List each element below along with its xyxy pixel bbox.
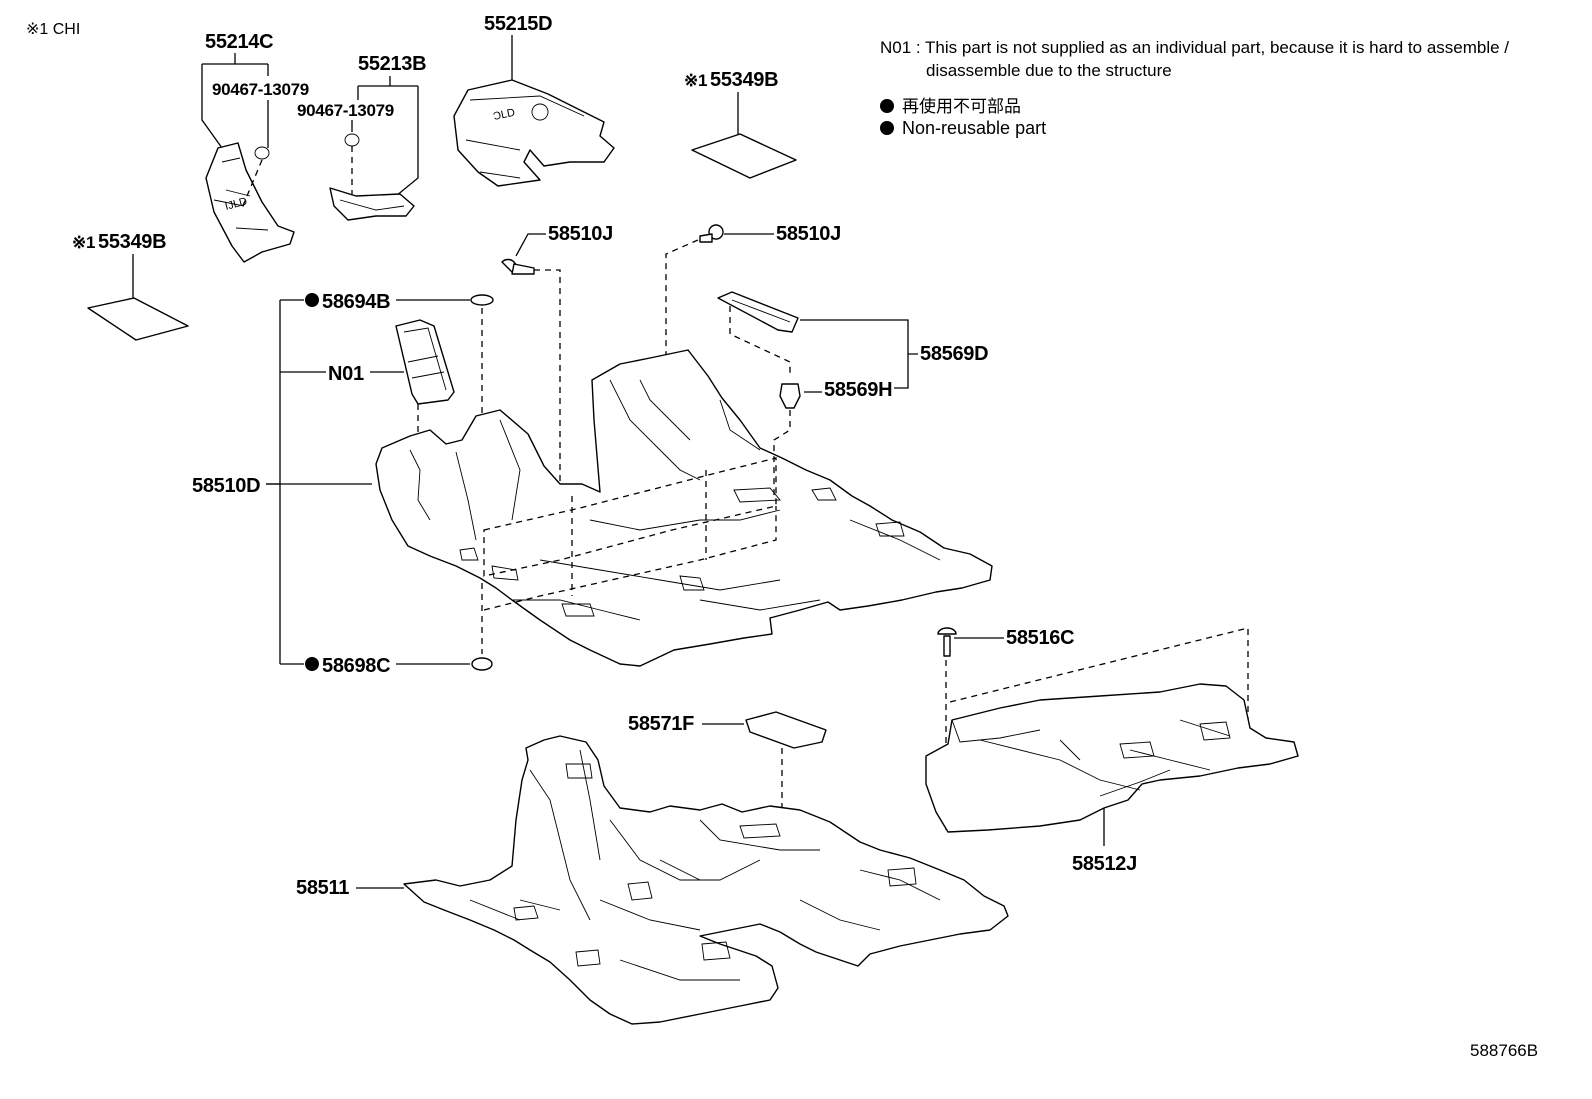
label-58510J-b: 58510J [776, 223, 841, 245]
corner-mark: ※1 CHI [26, 21, 80, 38]
diagram-id: 588766B [1470, 1041, 1538, 1060]
label-58512J: 58512J [1072, 853, 1137, 875]
label-58571F: 58571F [628, 713, 694, 735]
clip-58698C [471, 657, 493, 671]
label-58510D: 58510D [192, 475, 260, 497]
label-90467-13079-a: 90467-13079 [212, 80, 309, 99]
cover-embossed-text: IJLD [224, 195, 249, 212]
part-55213B-cover [329, 187, 415, 221]
part-55349B-sheet-top [691, 133, 797, 179]
label-55349B-top: 55349B [710, 69, 778, 91]
part-58571F-pad [745, 711, 827, 749]
part-N01-pad [395, 319, 455, 405]
label-58569H: 58569H [824, 379, 892, 401]
note-n01-line1: N01 : This part is not supplied as an in… [880, 38, 1510, 57]
label-55214C: 55214C [205, 31, 273, 53]
clip-58569H [779, 383, 801, 409]
label-58694B: 58694B [322, 291, 390, 313]
label-58511: 58511 [296, 877, 349, 899]
non-reusable-dot-58698C [305, 657, 319, 671]
part-55214C-cover [205, 142, 295, 263]
screw-58516C [937, 627, 957, 635]
mark-1-top: ※1 [684, 71, 707, 90]
label-58510J-a: 58510J [548, 223, 613, 245]
label-90467-13079-b: 90467-13079 [297, 101, 394, 120]
label-58698C: 58698C [322, 655, 390, 677]
label-58569D: 58569D [920, 343, 988, 365]
legend-jp-text: 再使用不可部品 [902, 97, 1021, 116]
clip-58694B [470, 294, 494, 306]
label-58516C: 58516C [1006, 627, 1074, 649]
mark-1-left: ※1 [72, 233, 95, 252]
legend-en-text: Non-reusable part [902, 118, 1047, 138]
label-N01: N01 [328, 363, 364, 385]
legend-non-reusable-en: Non-reusable part [880, 118, 1046, 139]
legend-dot-icon [880, 99, 894, 113]
label-55349B-left: 55349B [98, 231, 166, 253]
part-55215D-cover [453, 79, 615, 187]
part-58512J-rear-carpet [925, 683, 1299, 833]
cover-embossed-text-2: ƆLD [492, 107, 516, 123]
legend-dot-icon-2 [880, 121, 894, 135]
non-reusable-dot-58694B [305, 293, 319, 307]
label-55215D: 55215D [484, 13, 552, 35]
legend-non-reusable-jp: 再使用不可部品 [880, 92, 1021, 117]
note-n01-line2: disassemble due to the structure [926, 61, 1172, 80]
part-55349B-sheet-left [87, 297, 189, 341]
label-55213B: 55213B [358, 53, 426, 75]
part-58510D-floor-carpet [375, 349, 993, 667]
